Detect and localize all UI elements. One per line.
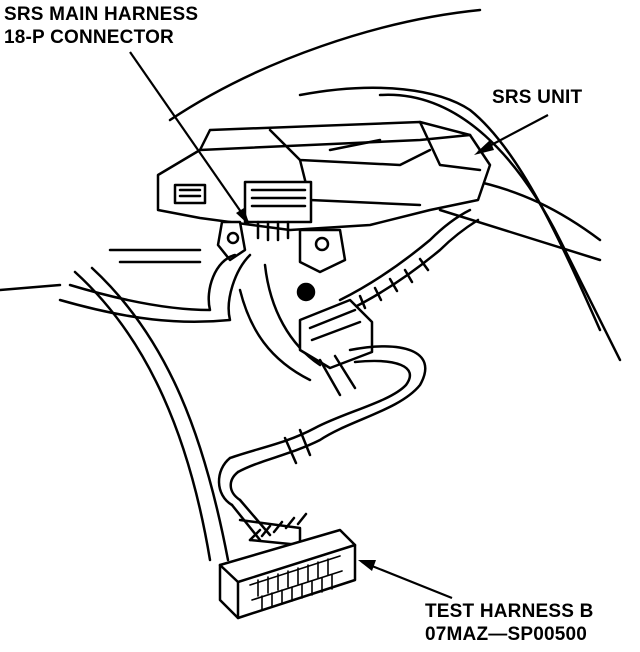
srs-main-harness-connector xyxy=(243,180,313,242)
arrowhead-test-harness xyxy=(358,560,376,571)
mounting-bracket xyxy=(216,220,347,302)
main-harness-bundle xyxy=(58,253,322,382)
test-harness-label: TEST HARNESS B 07MAZ—SP00500 xyxy=(425,600,594,646)
srs-main-harness-label-line1: SRS MAIN HARNESS xyxy=(4,4,199,25)
srs-unit-body xyxy=(156,120,492,232)
test-harness-label-line1: TEST HARNESS B xyxy=(425,601,594,622)
arrowhead-srs-unit xyxy=(474,140,494,155)
srs-main-harness-label: SRS MAIN HARNESS 18-P CONNECTOR xyxy=(4,3,198,49)
test-harness-b-connector xyxy=(218,512,357,620)
leader-srs-main-harness xyxy=(129,51,249,223)
srs-main-harness-label-line2: 18-P CONNECTOR xyxy=(4,27,174,48)
leader-test-harness xyxy=(361,560,453,600)
srs-unit-label: SRS UNIT xyxy=(492,86,582,109)
intermediate-connector xyxy=(298,298,374,397)
srs-unit-label-line1: SRS UNIT xyxy=(492,87,583,108)
arrowhead-srs-main-harness xyxy=(236,208,250,226)
test-harness-label-line2: 07MAZ—SP00500 xyxy=(425,624,588,645)
test-harness-cable xyxy=(217,345,427,547)
corrugated-harness-right xyxy=(338,208,480,314)
